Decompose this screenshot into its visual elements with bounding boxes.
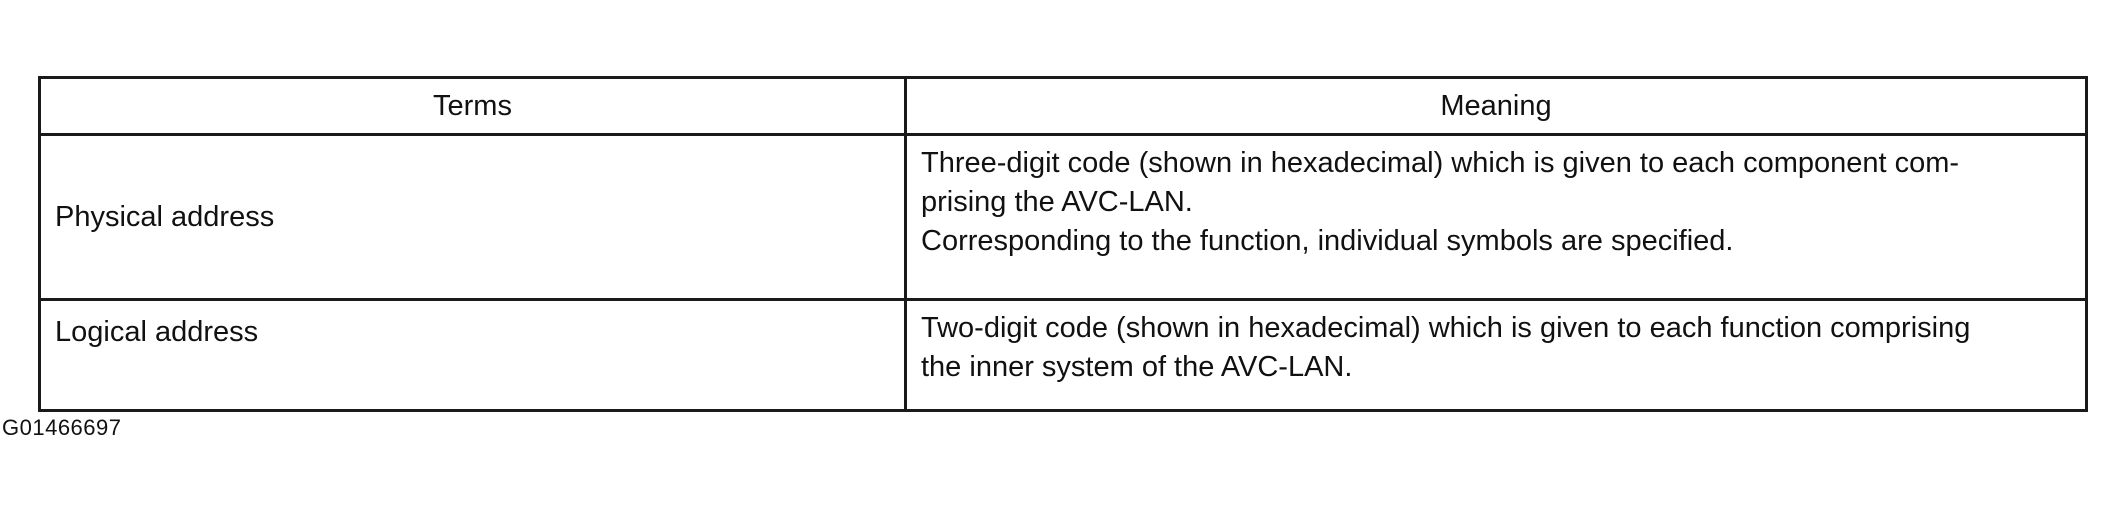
meaning-line: the inner system of the AVC-LAN. (921, 351, 1353, 383)
terms-table-container: Terms Meaning Physical address Three-dig… (38, 76, 2088, 412)
table-row: Physical address Three-digit code (shown… (38, 133, 2088, 301)
term-physical-address: Physical address (38, 133, 907, 301)
term-logical-address: Logical address (38, 298, 907, 412)
figure-id: G01466697 (2, 415, 122, 440)
table-row: Logical address Two-digit code (shown in… (38, 298, 2088, 412)
meaning-line: Two-digit code (shown in hexadecimal) wh… (921, 312, 1971, 344)
header-meaning: Meaning (904, 76, 2088, 136)
terms-table: Terms Meaning Physical address Three-dig… (38, 76, 2088, 412)
meaning-line: Corresponding to the function, individua… (921, 225, 1734, 257)
header-terms: Terms (38, 76, 907, 136)
meaning-line: Three-digit code (shown in hexadecimal) … (921, 147, 1960, 179)
table-header-row: Terms Meaning (38, 76, 2088, 136)
meaning-logical-address: Two-digit code (shown in hexadecimal) wh… (904, 298, 2088, 412)
meaning-line: prising the AVC-LAN. (921, 186, 1193, 218)
meaning-physical-address: Three-digit code (shown in hexadecimal) … (904, 133, 2088, 301)
